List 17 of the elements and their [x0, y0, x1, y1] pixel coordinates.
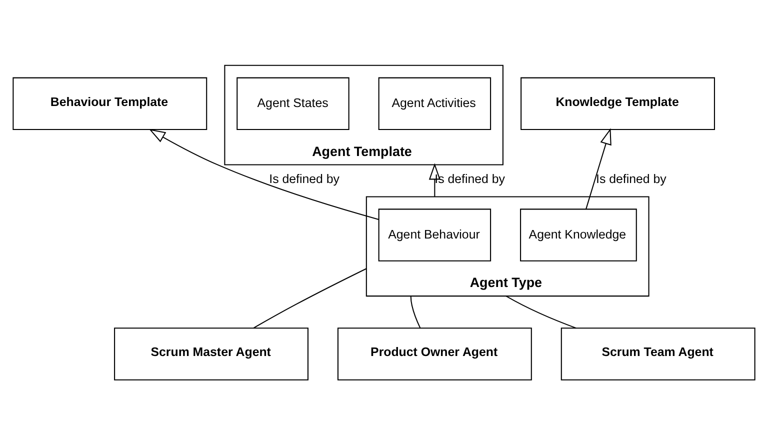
connector [410, 296, 420, 328]
node-box: Knowledge Template [520, 77, 714, 130]
node-box: Product Owner Agent [336, 328, 532, 380]
arrow [428, 163, 440, 197]
edge-label: Is defined by [268, 172, 340, 186]
node-box: Agent States [236, 77, 349, 130]
node-box: Agent Activities [378, 77, 491, 130]
node-box: Scrum Team Agent [560, 328, 755, 380]
connector [505, 296, 576, 329]
node-box: Scrum Master Agent [114, 328, 308, 380]
node-box: Behaviour Template [12, 77, 207, 130]
arrow [585, 128, 611, 210]
connector [252, 268, 366, 328]
node-box: Agent Knowledge [520, 208, 636, 262]
arrow [148, 129, 378, 220]
node-box: Agent Behaviour [378, 208, 491, 262]
edge-label: Is defined by [596, 172, 666, 186]
